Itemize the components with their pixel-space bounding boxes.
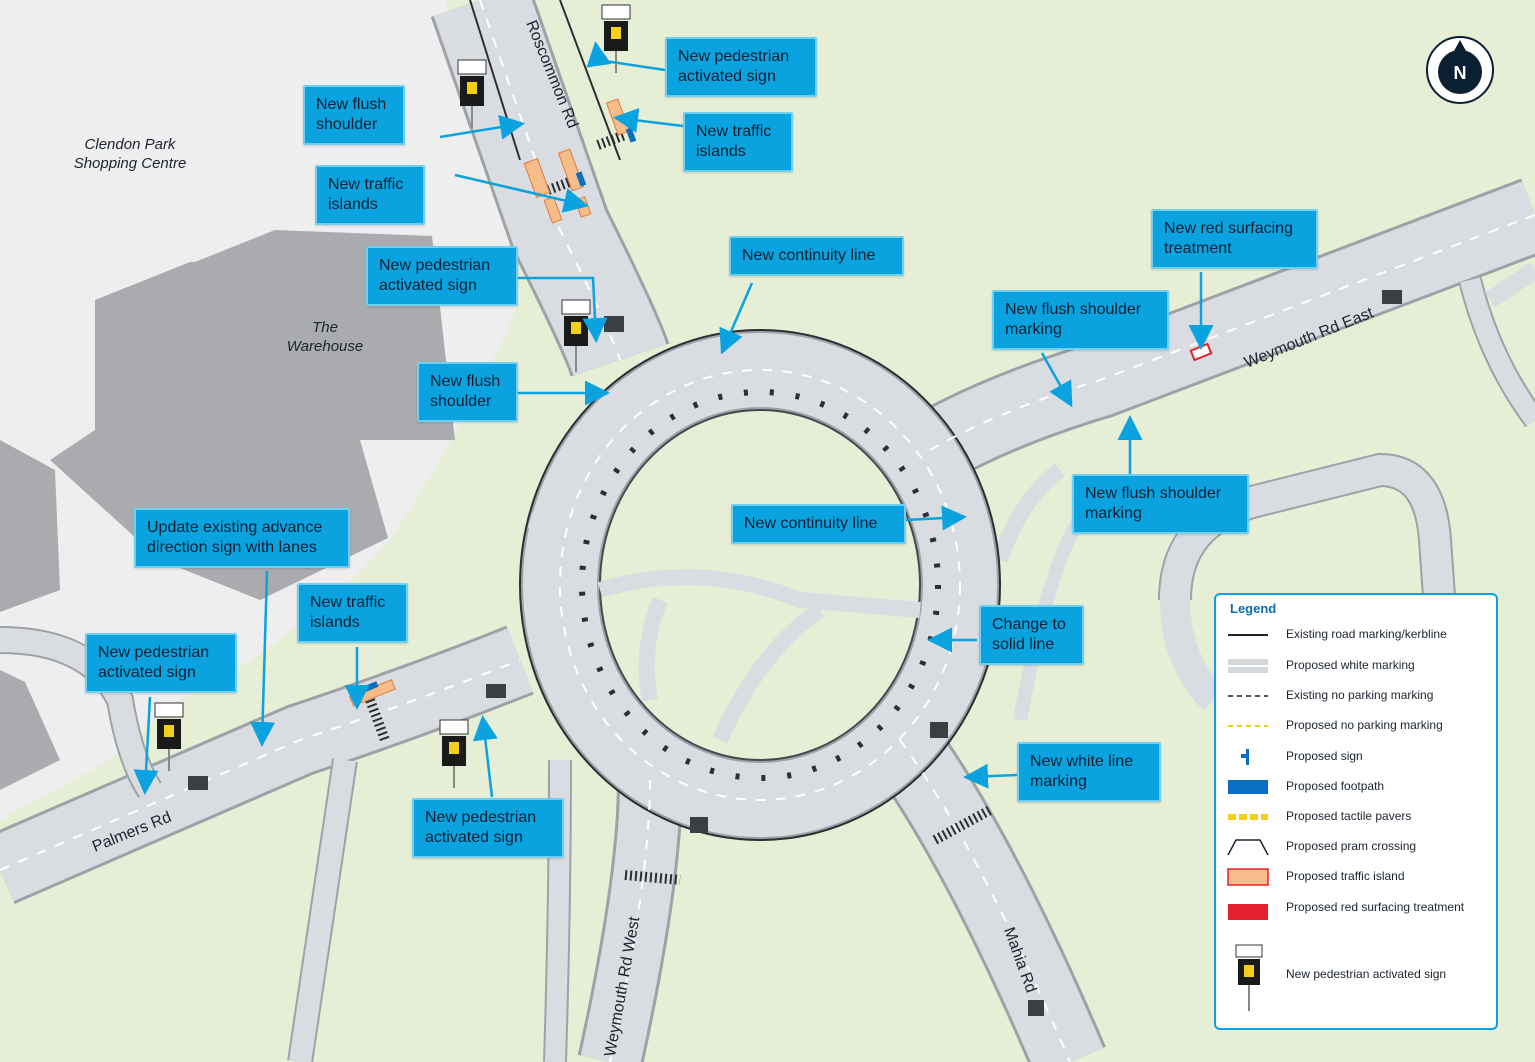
- legend-row-existing-no-parking: Existing no parking marking: [1226, 684, 1486, 708]
- callout-ped-sign-top: New pedestrian activated sign: [665, 37, 817, 97]
- callout-red-surfacing: New red surfacing treatment: [1151, 209, 1318, 269]
- ped-activated-sign-markers: [154, 4, 631, 788]
- legend-label: Proposed sign: [1286, 749, 1363, 763]
- solid-black-line-icon: [1228, 634, 1268, 636]
- legend-panel: Legend Existing road marking/kerbline Pr…: [1214, 593, 1498, 1030]
- legend-row-red-surfacing: Proposed red surfacing treatment: [1226, 900, 1486, 924]
- callout-continuity-right: New continuity line: [731, 504, 906, 544]
- legend-row-footpath: Proposed footpath: [1226, 775, 1486, 799]
- legend-row-proposed-sign: Proposed sign: [1226, 745, 1486, 769]
- callout-ped-sign-bottom: New pedestrian activated sign: [412, 798, 564, 858]
- callout-traffic-islands-bottom: New traffic islands: [297, 583, 408, 643]
- yellow-dashes-icon: [1228, 814, 1268, 820]
- legend-row-white-marking: Proposed white marking: [1226, 654, 1486, 678]
- callout-traffic-islands-top-right: New traffic islands: [683, 112, 793, 172]
- legend-row-proposed-no-parking: Proposed no parking marking: [1226, 714, 1486, 738]
- legend-row-existing-marking: Existing road marking/kerbline: [1226, 623, 1486, 647]
- callout-solid-line: Change to solid line: [979, 605, 1084, 665]
- red-box-icon: [1228, 904, 1268, 920]
- legend-row-traffic-island: Proposed traffic island: [1226, 865, 1486, 889]
- north-arrow-icon: N: [1426, 36, 1494, 104]
- chevron-markings: [579, 389, 941, 781]
- legend-label: New pedestrian activated sign: [1286, 967, 1447, 981]
- road-sign-boxes: [188, 290, 1402, 1016]
- pram-crossing-icon: [1227, 839, 1269, 856]
- orange-box-icon: [1227, 868, 1269, 886]
- building-left: [0, 440, 60, 612]
- callout-continuity-top: New continuity line: [729, 236, 904, 276]
- sign-icon: [1241, 749, 1249, 765]
- dashed-grey-line-icon: [1228, 695, 1268, 697]
- grey-band-icon: [1228, 659, 1268, 673]
- legend-label: Existing no parking marking: [1286, 688, 1434, 702]
- centre-island-paths: [527, 512, 921, 744]
- callout-flush-shoulder-1: New flush shoulder: [303, 85, 405, 145]
- legend-label: Proposed red surfacing treatment: [1286, 900, 1465, 914]
- blue-bar-icon: [1228, 780, 1268, 794]
- callout-ped-sign-left: New pedestrian activated sign: [85, 633, 237, 693]
- place-the-warehouse: The Warehouse: [286, 319, 364, 355]
- legend-label: Proposed white marking: [1286, 658, 1415, 672]
- callout-flush-shoulder-marking-2: New flush shoulder marking: [1072, 474, 1249, 534]
- legend-label: Existing road marking/kerbline: [1286, 627, 1447, 641]
- callout-flush-shoulder-marking-1: New flush shoulder marking: [992, 290, 1169, 350]
- legend-row-pram-crossing: Proposed pram crossing: [1226, 835, 1486, 859]
- legend-label: Proposed footpath: [1286, 779, 1385, 793]
- legend-title: Legend: [1230, 601, 1277, 616]
- warehouse-building: [50, 230, 455, 600]
- legend-row-ped-sign: New pedestrian activated sign: [1226, 943, 1486, 1013]
- callout-white-line: New white line marking: [1017, 742, 1161, 802]
- callout-traffic-islands-left: New traffic islands: [315, 165, 425, 225]
- legend-row-tactile: Proposed tactile pavers: [1226, 805, 1486, 829]
- ped-sign-icon: [1235, 944, 1263, 1011]
- callout-flush-shoulder-2: New flush shoulder: [417, 362, 518, 422]
- legend-label: Proposed no parking marking: [1286, 718, 1443, 732]
- legend-label: Proposed traffic island: [1286, 869, 1405, 883]
- callout-update-sign: Update existing advance direction sign w…: [134, 508, 350, 568]
- legend-label: Proposed tactile pavers: [1286, 809, 1412, 823]
- pedestrian-crossings: [365, 130, 993, 885]
- legend-label: Proposed pram crossing: [1286, 839, 1417, 853]
- dashed-yellow-line-icon: [1228, 725, 1268, 727]
- callout-ped-sign-mid: New pedestrian activated sign: [366, 246, 518, 306]
- callout-leader-arrows: [133, 41, 1214, 798]
- place-clendon-park: Clendon Park Shopping Centre: [73, 136, 187, 172]
- building-bottom-left: [0, 670, 60, 790]
- north-letter: N: [1454, 63, 1467, 83]
